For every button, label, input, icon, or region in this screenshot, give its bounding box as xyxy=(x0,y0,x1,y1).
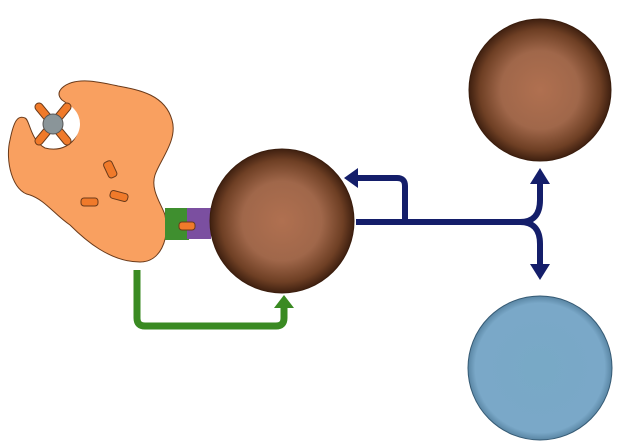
enzyme-fragments xyxy=(80,160,129,207)
central-brown-sphere xyxy=(209,148,355,294)
linker-fragment xyxy=(178,221,196,231)
blue-sphere xyxy=(467,295,613,441)
arrowhead-down-icon xyxy=(530,264,550,280)
linker xyxy=(165,208,211,240)
navy-arrows xyxy=(356,175,543,266)
top-brown-sphere xyxy=(468,18,612,162)
arrowhead-up-icon xyxy=(530,168,550,184)
arrowhead-up-icon xyxy=(274,295,294,308)
navy-arrowheads xyxy=(344,168,550,280)
enzyme xyxy=(7,80,174,263)
arrowhead-left-icon xyxy=(344,168,358,188)
green-arrow xyxy=(133,270,294,330)
ligand-icon xyxy=(34,102,72,146)
